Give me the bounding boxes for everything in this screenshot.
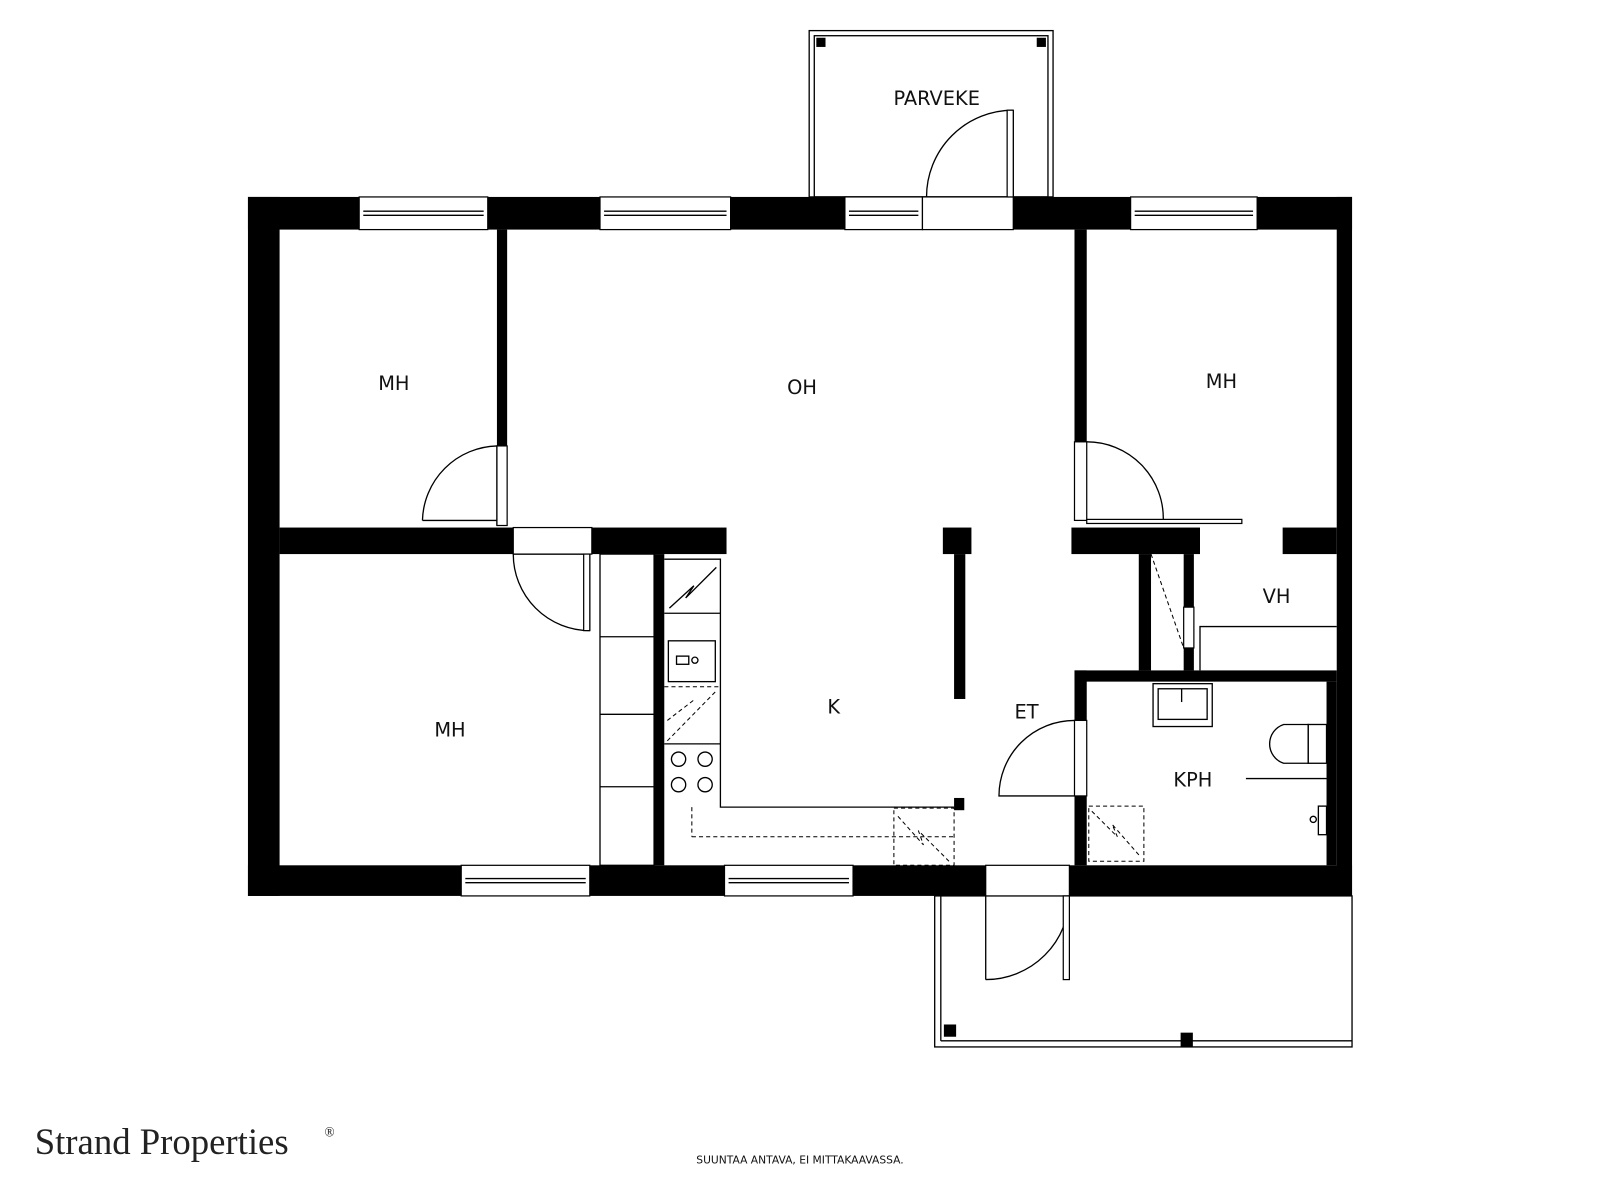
bathroom-fixtures <box>1088 683 1328 862</box>
room-label-et: ET <box>1014 700 1038 723</box>
brand-registered-mark: ® <box>324 1125 334 1140</box>
room-label-mh-left-bottom: MH <box>434 719 465 742</box>
room-label-parveke: PARVEKE <box>893 87 980 110</box>
room-label-mh-right: MH <box>1206 370 1237 393</box>
terrace <box>934 895 1353 1048</box>
balcony <box>808 29 1054 198</box>
room-label-vh: VH <box>1263 585 1291 608</box>
wardrobes <box>599 553 655 866</box>
room-label-oh: OH <box>787 376 817 399</box>
windows <box>358 196 1258 897</box>
disclaimer-text: SUUNTAA ANTAVA, EI MITTAKAAVASSA. <box>696 1153 903 1166</box>
brand-logo: Strand Properties <box>35 1121 289 1162</box>
room-label-kph: KPH <box>1173 769 1212 792</box>
kitchen-fixtures <box>664 558 955 866</box>
doors <box>421 109 1243 981</box>
room-label-k: K <box>827 695 841 718</box>
vh-shelf <box>1199 625 1337 671</box>
room-label-mh-left-top: MH <box>378 372 409 395</box>
